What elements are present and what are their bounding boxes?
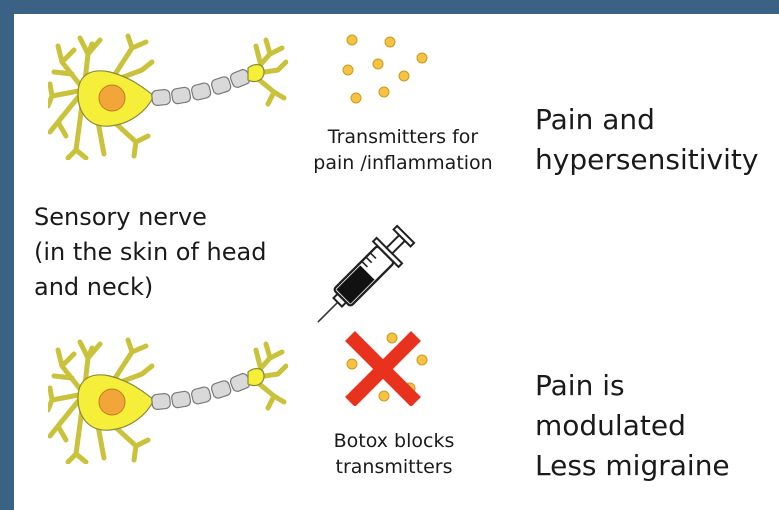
pain-hypersensitivity-label: Pain and hypersensitivity: [535, 100, 758, 180]
pain-bottom-line-3: Less migraine: [535, 446, 730, 486]
neuron-icon: [48, 336, 288, 464]
pain-bottom-line-1: Pain is: [535, 366, 730, 406]
transmitter-dots: [338, 28, 428, 108]
botox-label: Botox blocks transmitters: [320, 428, 468, 480]
sensory-nerve-label: Sensory nerve (in the skin of head and n…: [34, 200, 266, 305]
sensory-line-2: (in the skin of head: [34, 235, 266, 270]
pain-bottom-line-2: modulated: [535, 406, 730, 446]
botox-line-1: Botox blocks: [320, 428, 468, 454]
transmitters-line-2: pain /inflammation: [296, 150, 510, 176]
syringe-icon: [306, 218, 426, 330]
sensory-line-1: Sensory nerve: [34, 200, 266, 235]
pain-top-line-1: Pain and: [535, 100, 758, 140]
transmitters-line-1: Transmitters for: [296, 124, 510, 150]
sensory-line-3: and neck): [34, 270, 266, 305]
botox-line-2: transmitters: [320, 454, 468, 480]
neuron-icon: [48, 32, 288, 160]
pain-top-line-2: hypersensitivity: [535, 140, 758, 180]
x-cross-icon: [340, 330, 430, 406]
transmitters-label: Transmitters for pain /inflammation: [296, 124, 510, 176]
pain-modulated-label: Pain is modulated Less migraine: [535, 366, 730, 486]
